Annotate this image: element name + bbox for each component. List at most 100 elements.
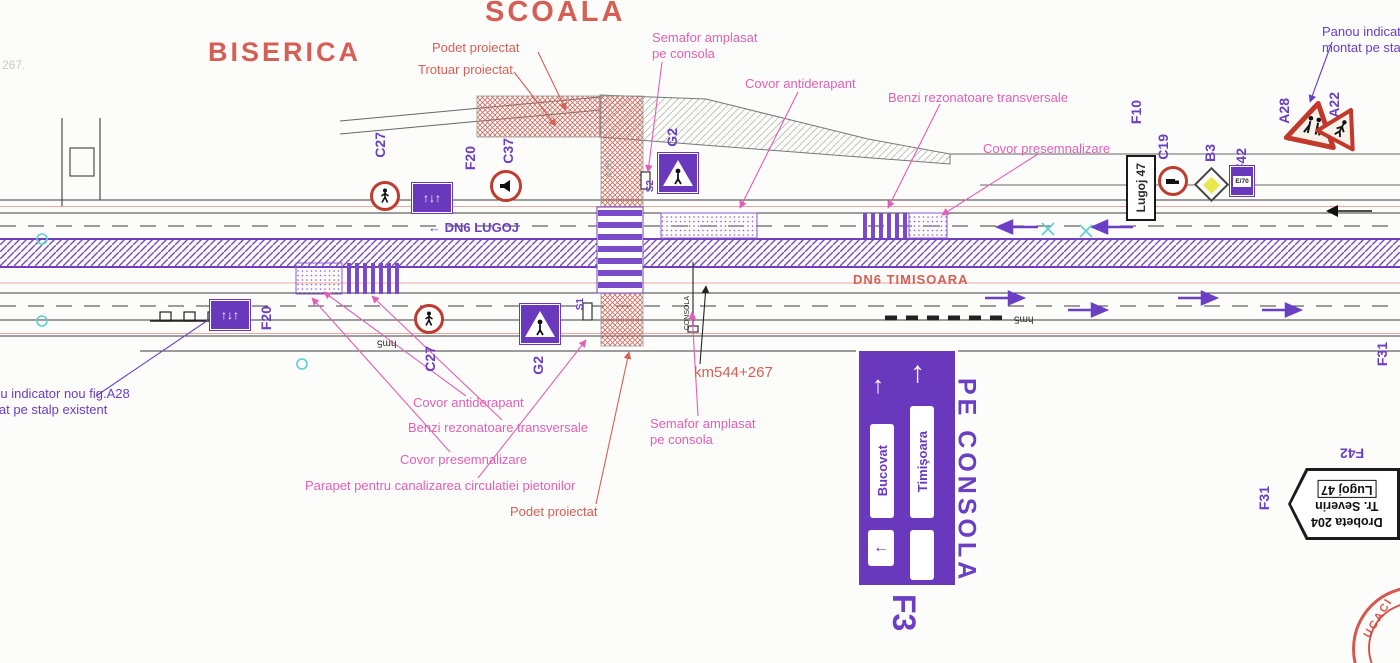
left-arrow-icon: ← <box>873 539 889 556</box>
hm-marker-right: hm5 <box>1014 313 1034 325</box>
title-scoala: SCOALA <box>485 0 626 28</box>
direction-sign-text: Drobeta 204 Tr. Severin Lugoj 47 <box>1305 479 1383 529</box>
annotation-trotuar-top: Trotuar proiectat <box>418 62 513 77</box>
consola-label: CONSOLA <box>684 296 691 331</box>
sign-a22-warning <box>1315 107 1355 152</box>
sign-label-c37: C37 <box>500 138 516 164</box>
lane-arrows-icon: ↑↓↑ <box>221 308 239 322</box>
title-biserica: BISERICA <box>208 37 362 67</box>
lane-arrows-icon: ↑↓↑ <box>423 191 441 205</box>
sign-label-f20-bottom: F20 <box>258 306 274 331</box>
sign-f20-top: ↑↓↑ <box>412 183 452 213</box>
lane-arrows <box>985 219 1304 318</box>
annotation-panou-right: Panou indicator montat pe stalp <box>1322 24 1400 57</box>
sign-c27-top <box>370 181 400 211</box>
e70-plate: E/70 <box>1233 175 1251 187</box>
f3-panel-bucovat-text: Bucovat <box>874 445 890 497</box>
annotation-semafor-bottom-line1: Semafor amplasat <box>650 416 756 431</box>
sign-c27-bottom <box>414 304 444 334</box>
annotation-benzi-top: Benzi rezonatoare transversale <box>888 90 1068 105</box>
flow-arrow-black <box>1326 205 1372 217</box>
annotation-covor-presemnalizare-bottom: Covor presemnalizare <box>400 452 528 467</box>
survey-marks <box>36 222 1093 370</box>
sign-g2-bottom <box>520 304 560 344</box>
sign-label-g2-top: G2 <box>664 128 680 147</box>
sign-label-g2-bottom: G2 <box>530 356 546 375</box>
sign-f42-e70: E/70 <box>1230 166 1254 196</box>
f3-panel-timisoara-text: Timişoara <box>914 431 930 493</box>
annotation-semafor-top: Semafor amplasat pe consola <box>652 30 758 63</box>
sign-label-c27-top: C27 <box>372 132 388 158</box>
annotation-semafor-top-line2: pe consola <box>652 46 715 62</box>
sidewalk-island <box>339 94 1400 186</box>
dim-400-label: 4.00 <box>604 160 614 178</box>
annotation-semafor-top-line1: Semafor amplasat <box>652 30 758 45</box>
annotation-panou-right-line1: Panou indicator <box>1322 24 1400 39</box>
f3-panel-arrow: ← <box>868 530 894 566</box>
km-marker-label: km544+267 <box>694 364 773 381</box>
road-label-dn6-timisoara: DN6 TIMISOARA <box>853 272 969 287</box>
left-arrow-icon: ← <box>428 220 441 235</box>
sign-label-f20-top: F20 <box>462 146 478 171</box>
sign-label-f31-mid: F31 <box>1374 342 1390 367</box>
utility-lines <box>0 206 1400 334</box>
direction-line-3: Lugoj 47 <box>1317 479 1377 498</box>
sign-f3-console: ↑ ↑ Timişoara Bucovat ← <box>856 348 958 588</box>
leader-lines <box>95 41 1333 505</box>
annotation-semafor-bottom-line2: pe consola <box>650 432 713 448</box>
sign-label-f3: F3 <box>886 594 922 632</box>
sign-label-f10: F10 <box>1128 100 1144 125</box>
crossing-triangle-icon <box>663 160 693 186</box>
f3-panel-blank <box>910 530 934 580</box>
f3-panel-timisoara: Timişoara <box>910 406 934 518</box>
priority-diamond-icon <box>1193 166 1229 202</box>
annotation-semafor-bottom: Semafor amplasat pe consola <box>650 416 756 449</box>
sign-label-c27-bottom: C27 <box>422 346 438 372</box>
sign-lugoj-47-text: Lugoj 47 <box>1134 163 1148 213</box>
crossing-triangle-icon <box>525 311 555 337</box>
direction-line-1: Drobeta 204 <box>1311 514 1383 529</box>
road-label-dn6-lugoj: ← DN6 LUGOJ <box>428 220 519 236</box>
signal-code-top: S2 <box>645 180 656 193</box>
sign-label-f42-bottom: F42 <box>1340 445 1365 462</box>
annotation-covor-antiderapant-top: Covor antiderapant <box>745 76 856 91</box>
annotation-panou-left: Panou indicator nou fig.A28 montat pe st… <box>0 386 130 419</box>
pedestrian-icon <box>425 311 433 326</box>
rumble-strips <box>347 213 907 294</box>
horn-icon <box>500 180 510 192</box>
direction-line-2: Tr. Severin <box>1315 498 1379 513</box>
annotation-panou-left-line1: Panou indicator nou fig.A28 <box>0 386 130 401</box>
hm-marker-left: hm5 <box>377 337 397 349</box>
projected-footway-hatch <box>476 95 644 347</box>
e70-text: E/70 <box>1235 177 1249 185</box>
annotation-parapet: Parapet pentru canalizarea circulatiei p… <box>305 478 576 493</box>
sign-lugoj-47: Lugoj 47 <box>1126 155 1156 221</box>
vehicle-icon <box>1166 178 1179 184</box>
annotation-panou-left-line2: montat pe stalp existent <box>0 402 108 418</box>
sign-c37 <box>490 170 522 202</box>
sign-b3-priority <box>1193 166 1229 202</box>
annotation-podet-top: Podet proiectat <box>432 40 520 55</box>
up-arrow-icon: ↑ <box>910 356 925 389</box>
sign-label-f31-bottom: F31 <box>1256 486 1272 511</box>
sign-f31-direction: Drobeta 204 Tr. Severin Lugoj 47 <box>1288 468 1400 540</box>
pedestrian-crossing <box>596 206 644 294</box>
annotation-panou-right-line2: montat pe stalp <box>1322 40 1400 56</box>
median-hatch <box>0 238 1400 268</box>
sign-label-c19: C19 <box>1155 134 1171 160</box>
up-arrow-icon: ↑ <box>872 372 884 399</box>
annotation-covor-presemnalizare-top: Covor presemnalizare <box>983 141 1111 156</box>
road-label-dn6-lugoj-text: DN6 LUGOJ <box>444 220 520 235</box>
f3-panel-bucovat: Bucovat <box>870 424 894 518</box>
sign-f20-bottom: ↑↓↑ <box>210 300 250 330</box>
annotation-podet-bottom: Podet proiectat <box>510 504 598 519</box>
surface-carpets <box>295 212 948 295</box>
ref-267-label: 267. <box>2 58 26 72</box>
sign-label-b3: B3 <box>1202 144 1218 162</box>
sign-g2-top <box>658 153 698 193</box>
sign-c19 <box>1158 166 1188 196</box>
pedestrian-icon <box>381 188 389 203</box>
signal-code-bottom: S1 <box>575 298 586 311</box>
